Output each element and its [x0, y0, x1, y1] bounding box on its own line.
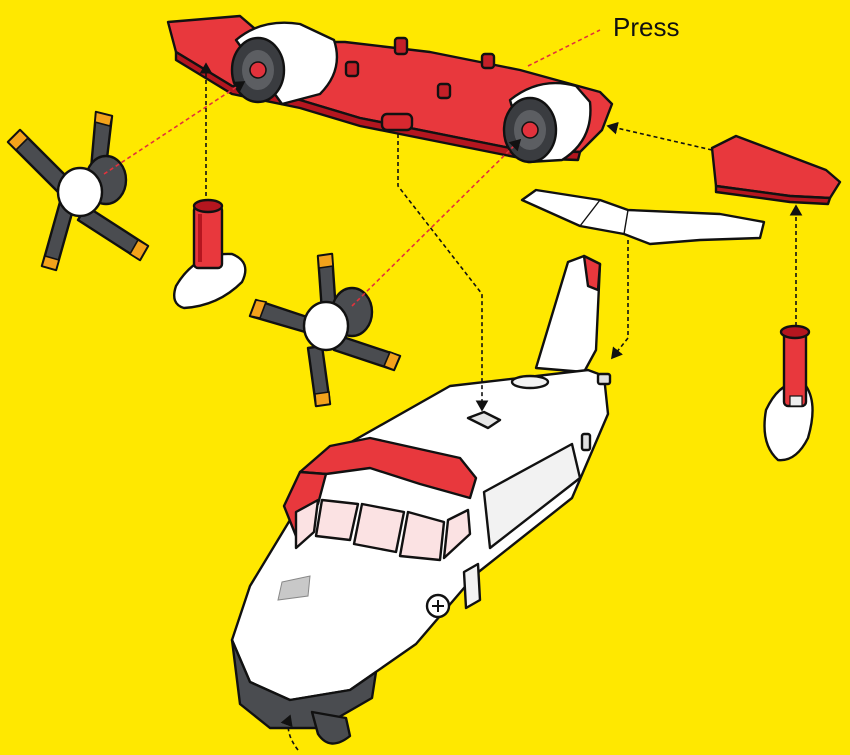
float-pontoon-left: [173, 198, 247, 310]
propeller-left: [6, 110, 150, 272]
arrow-wing-to-fuselage: [397, 134, 489, 412]
propeller-right: [248, 252, 402, 408]
arrow-press-leader: [527, 29, 601, 67]
float-pontoon-right: [763, 324, 814, 462]
fuselage: [230, 254, 612, 745]
engine-nacelle-left: [230, 21, 339, 106]
press-callout-label: Press: [613, 12, 680, 42]
arrow-wingtip-to-wing: [606, 121, 713, 151]
tail-stabilizer: [520, 188, 766, 246]
wing-tip-right: [710, 134, 842, 206]
arrow-hook: [280, 714, 299, 751]
arrow-prop-right-to-engine-right: [351, 138, 522, 307]
assembly-arrows: [103, 29, 803, 751]
arrow-prop-left-to-engine-left: [103, 81, 246, 175]
arrow-stabilizer-to-tail: [611, 240, 629, 360]
engine-nacelle-right: [502, 81, 592, 164]
wing-assembly: [166, 14, 614, 164]
